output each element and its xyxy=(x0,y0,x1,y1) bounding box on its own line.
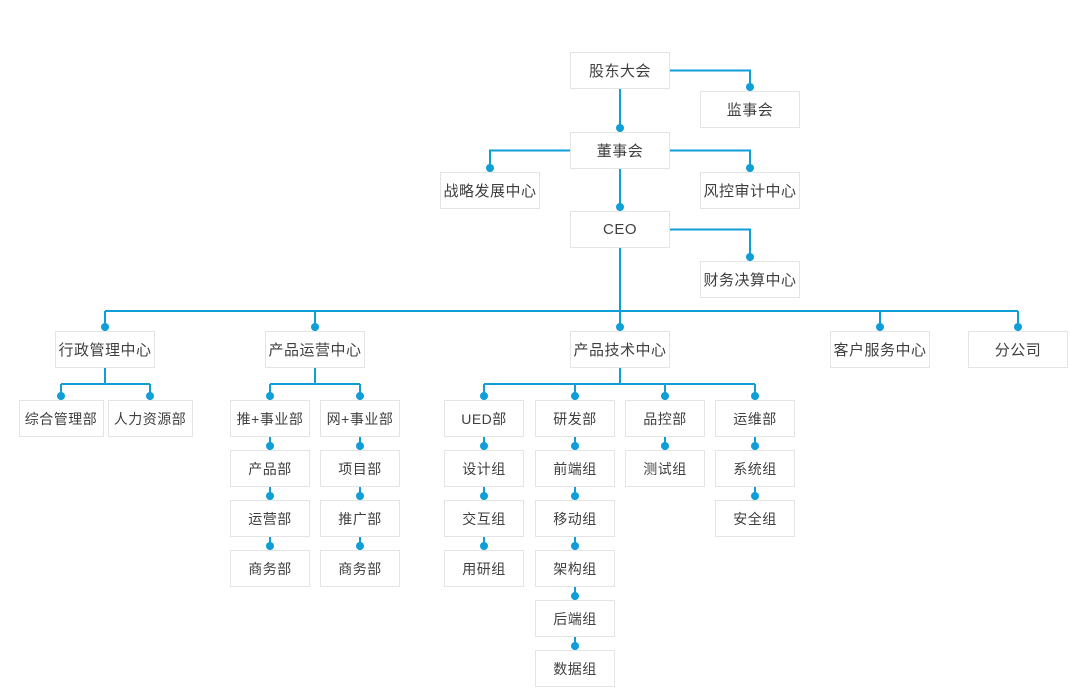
org-node-shangwu1: 商务部 xyxy=(230,550,310,587)
org-node-ued: UED部 xyxy=(444,400,524,437)
org-node-kefu: 客户服务中心 xyxy=(830,331,930,368)
org-node-dongshihui: 董事会 xyxy=(570,132,670,169)
org-node-xingzheng: 行政管理中心 xyxy=(55,331,155,368)
org-node-tui: 推+事业部 xyxy=(230,400,310,437)
org-node-pinkong: 品控部 xyxy=(625,400,705,437)
org-node-qianduan: 前端组 xyxy=(535,450,615,487)
org-node-yunying: 产品运营中心 xyxy=(265,331,365,368)
org-node-zonghe: 综合管理部 xyxy=(18,400,104,437)
org-node-jiagou: 架构组 xyxy=(535,550,615,587)
org-node-yanfa: 研发部 xyxy=(535,400,615,437)
org-node-zhanlve: 战略发展中心 xyxy=(440,172,540,209)
org-node-houduan: 后端组 xyxy=(535,600,615,637)
org-node-caiwu: 财务决算中心 xyxy=(700,261,800,298)
org-node-renli: 人力资源部 xyxy=(107,400,193,437)
org-node-yongyan: 用研组 xyxy=(444,550,524,587)
org-node-fengkong: 风控审计中心 xyxy=(700,172,800,209)
org-node-sheji: 设计组 xyxy=(444,450,524,487)
org-node-chanpin: 产品部 xyxy=(230,450,310,487)
org-node-shangwu2: 商务部 xyxy=(320,550,400,587)
org-node-yunyingbu: 运营部 xyxy=(230,500,310,537)
org-node-yunwei: 运维部 xyxy=(715,400,795,437)
org-node-anquan: 安全组 xyxy=(715,500,795,537)
org-node-yidong: 移动组 xyxy=(535,500,615,537)
org-node-ceo: CEO xyxy=(570,211,670,248)
org-node-gudong: 股东大会 xyxy=(570,52,670,89)
org-node-jiaohu: 交互组 xyxy=(444,500,524,537)
org-node-jianshihui: 监事会 xyxy=(700,91,800,128)
org-node-xiangmu: 项目部 xyxy=(320,450,400,487)
org-node-ceshi: 测试组 xyxy=(625,450,705,487)
org-node-xitong: 系统组 xyxy=(715,450,795,487)
org-node-wang: 网+事业部 xyxy=(320,400,400,437)
org-node-jishu: 产品技术中心 xyxy=(570,331,670,368)
org-node-fengongsi: 分公司 xyxy=(968,331,1068,368)
org-node-shuju: 数据组 xyxy=(535,650,615,687)
org-node-tuiguang: 推广部 xyxy=(320,500,400,537)
